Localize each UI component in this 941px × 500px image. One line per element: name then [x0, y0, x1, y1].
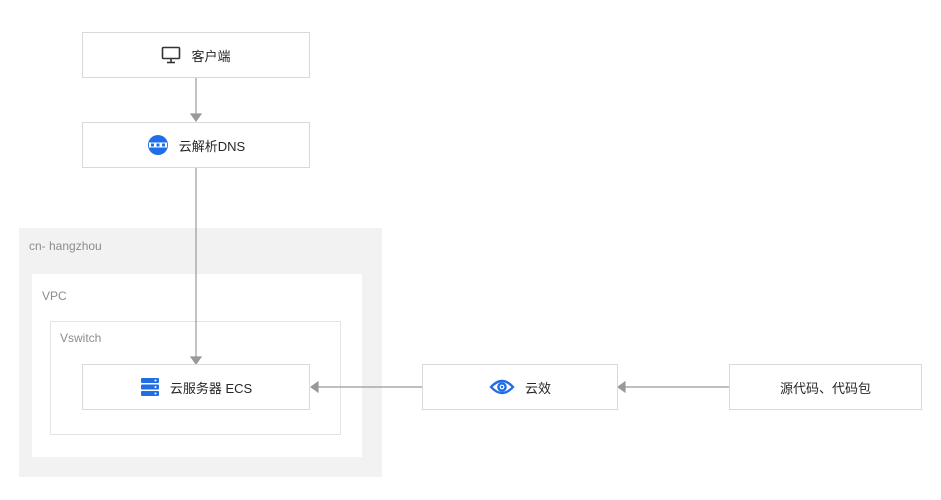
arrowhead-ecs-top — [189, 356, 203, 366]
server-stack-icon — [140, 377, 160, 397]
region-label: cn- hangzhou — [29, 239, 102, 253]
vswitch-label: Vswitch — [60, 331, 102, 345]
source-node[interactable]: 源代码、代码包 — [729, 364, 922, 410]
client-node[interactable]: 客户端 — [82, 32, 310, 78]
dns-node[interactable]: 云解析DNS — [82, 122, 310, 168]
dns-icon — [147, 134, 169, 156]
yunxiao-label: 云效 — [524, 380, 551, 396]
devops-eye-icon — [489, 378, 515, 396]
ecs-node[interactable]: 云服务器 ECS — [82, 364, 310, 410]
client-label: 客户端 — [191, 48, 231, 64]
arrowhead-dns — [189, 113, 203, 123]
dns-label: 云解析DNS — [178, 138, 246, 154]
source-label: 源代码、代码包 — [779, 380, 871, 396]
yunxiao-node[interactable]: 云效 — [422, 364, 618, 410]
ecs-label: 云服务器 ECS — [169, 380, 253, 396]
arrowhead-ecs-right — [309, 380, 319, 394]
vpc-label: VPC — [42, 289, 67, 303]
monitor-icon — [161, 46, 181, 64]
arrowhead-yunxiao — [616, 380, 626, 394]
